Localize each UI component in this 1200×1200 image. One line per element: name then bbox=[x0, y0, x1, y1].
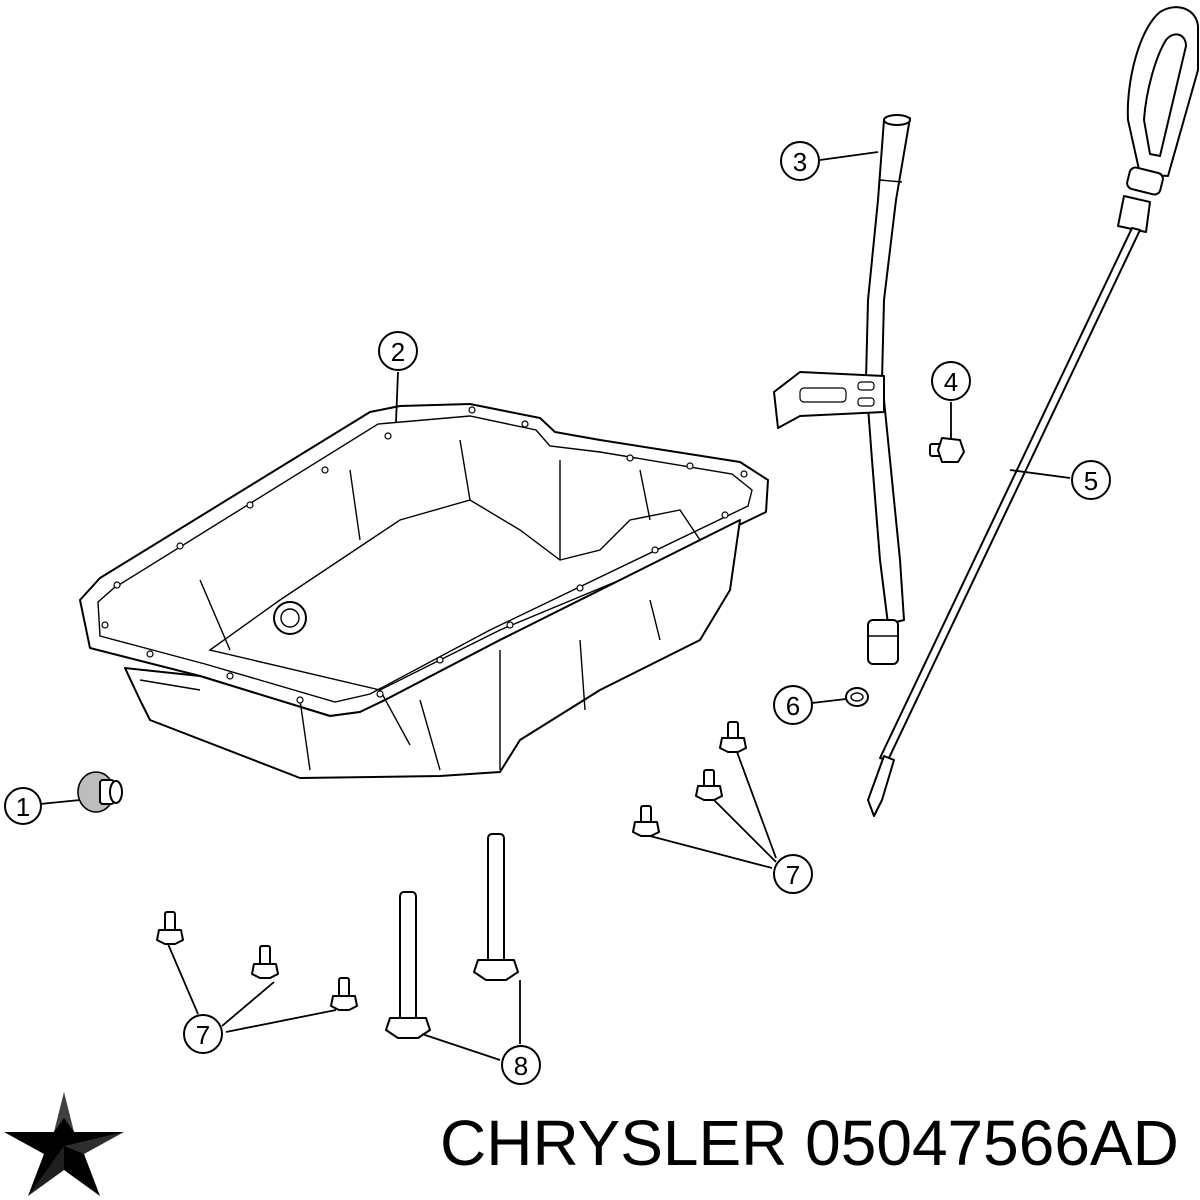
flange-bolts-left bbox=[156, 911, 358, 1011]
callout-5-label: 5 bbox=[1084, 466, 1098, 496]
callout-3: 3 bbox=[780, 141, 820, 181]
flange-bolts-right bbox=[632, 721, 747, 837]
callout-8: 8 bbox=[501, 1045, 541, 1085]
dipstick-tube bbox=[773, 114, 911, 665]
callout-5: 5 bbox=[1071, 460, 1111, 500]
brand-name: CHRYSLER bbox=[440, 1107, 788, 1179]
part-caption: CHRYSLER 05047566AD bbox=[440, 1106, 1179, 1180]
callout-6-label: 6 bbox=[786, 691, 800, 721]
callout-7-right: 7 bbox=[773, 854, 813, 894]
callout-2-label: 2 bbox=[391, 337, 405, 367]
dipstick bbox=[867, 6, 1199, 817]
callout-8-label: 8 bbox=[514, 1051, 528, 1081]
callout-1: 1 bbox=[4, 787, 42, 825]
callout-7-right-label: 7 bbox=[786, 860, 800, 890]
o-ring bbox=[845, 687, 869, 707]
long-bolts bbox=[385, 833, 519, 1039]
leader-lines bbox=[39, 151, 1071, 1061]
callout-4: 4 bbox=[931, 361, 971, 401]
callout-3-label: 3 bbox=[793, 147, 807, 177]
drain-plug bbox=[77, 771, 123, 813]
callout-4-label: 4 bbox=[944, 367, 958, 397]
callout-1-label: 1 bbox=[16, 792, 30, 822]
oil-pan bbox=[79, 403, 769, 779]
pentastar-logo-icon bbox=[0, 1088, 128, 1200]
callout-2: 2 bbox=[378, 331, 418, 371]
callout-6: 6 bbox=[773, 685, 813, 725]
callout-7-left-label: 7 bbox=[196, 1020, 210, 1050]
callout-7-left: 7 bbox=[183, 1014, 223, 1054]
bracket-bolt bbox=[929, 437, 965, 463]
part-number: 05047566AD bbox=[805, 1107, 1179, 1179]
